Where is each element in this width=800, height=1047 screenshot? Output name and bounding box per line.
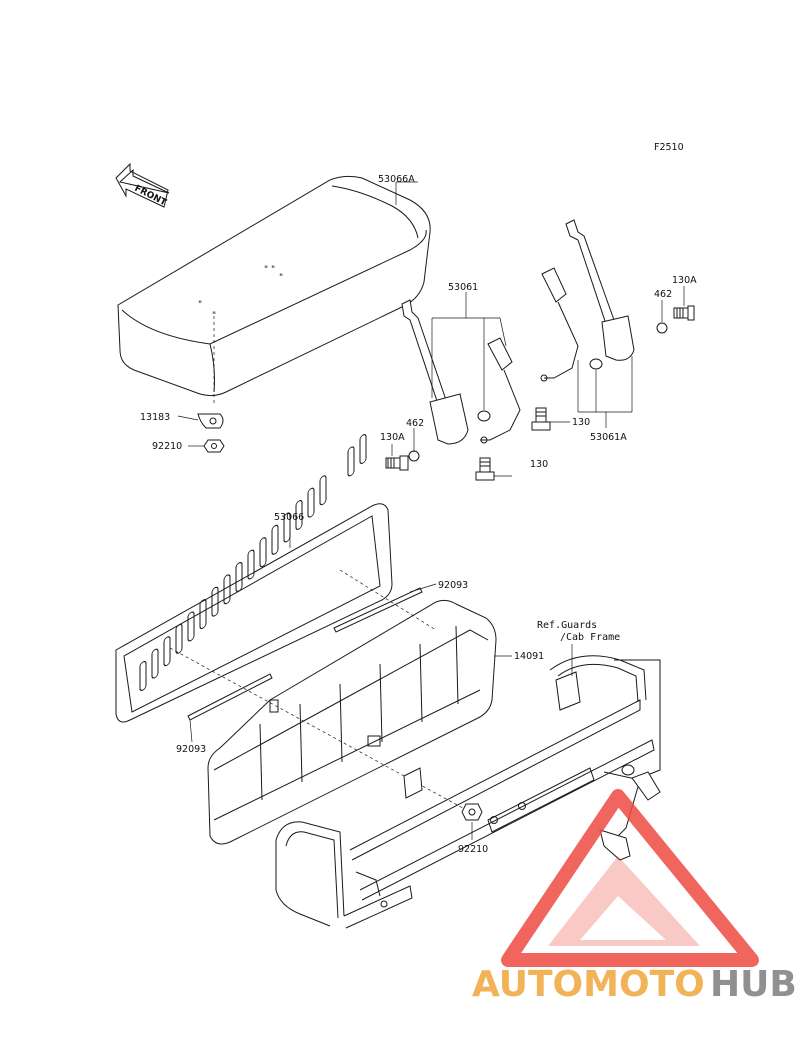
label-462-left: 462 xyxy=(406,418,424,429)
label-130-mid: 130 xyxy=(572,417,590,428)
label-92093-left: 92093 xyxy=(176,744,206,755)
ref-note-line2: /Cab Frame xyxy=(560,632,620,643)
bolt-130-mid xyxy=(531,407,551,431)
stud-mark: " " xyxy=(264,265,275,275)
ref-note-line1: Ref.Guards xyxy=(537,620,597,631)
label-13183: 13183 xyxy=(140,412,170,423)
label-53066A: 53066A xyxy=(378,174,415,185)
bolt-130A-right xyxy=(673,305,695,321)
label-130-low: 130 xyxy=(530,459,548,470)
alignment-line xyxy=(339,569,437,631)
label-92210-top: 92210 xyxy=(152,441,182,452)
watermark-text-main: AUTOMOTO xyxy=(472,964,705,1005)
cab-frame xyxy=(275,655,661,929)
bolt-130A-left xyxy=(385,455,409,471)
watermark-text-hub: HUB xyxy=(710,964,797,1005)
washer-right xyxy=(589,358,603,370)
nut-92210-bottom xyxy=(461,803,483,821)
back-panel-14091 xyxy=(207,599,497,845)
washer-462-left xyxy=(408,450,420,462)
washer-left xyxy=(477,410,491,422)
backrest-53066 xyxy=(115,434,393,723)
bolt-130-low xyxy=(475,457,495,481)
washer-462-right xyxy=(656,322,668,334)
strip-92093-left xyxy=(187,673,273,721)
front-arrow-icon: FRONT xyxy=(115,162,170,209)
backrest-slots xyxy=(139,434,367,691)
label-130A-right: 130A xyxy=(672,275,697,286)
label-92093-top: 92093 xyxy=(438,580,468,591)
label-53061: 53061 xyxy=(448,282,478,293)
label-14091: 14091 xyxy=(514,651,544,662)
stud-mark: " xyxy=(212,311,216,321)
seat-belt-right xyxy=(540,219,635,382)
label-92210-bottom: 92210 xyxy=(458,844,488,855)
label-53061A: 53061A xyxy=(590,432,627,443)
figure-code: F2510 xyxy=(654,142,684,153)
seat-belt-left xyxy=(401,299,521,445)
label-53066: 53066 xyxy=(274,512,304,523)
clamp-13183 xyxy=(197,413,224,429)
strip-92093-top xyxy=(333,587,423,633)
label-130A-left: 130A xyxy=(380,432,405,443)
nut-92210-top xyxy=(203,439,225,453)
label-462-right: 462 xyxy=(654,289,672,300)
watermark-logo: AUTOMOTO HUB xyxy=(472,789,797,1005)
watermark-triangle-icon xyxy=(501,789,759,967)
stud-mark: " xyxy=(279,273,283,283)
stud-mark: " xyxy=(198,300,202,310)
seat-cushion: " " " " " xyxy=(117,175,431,405)
